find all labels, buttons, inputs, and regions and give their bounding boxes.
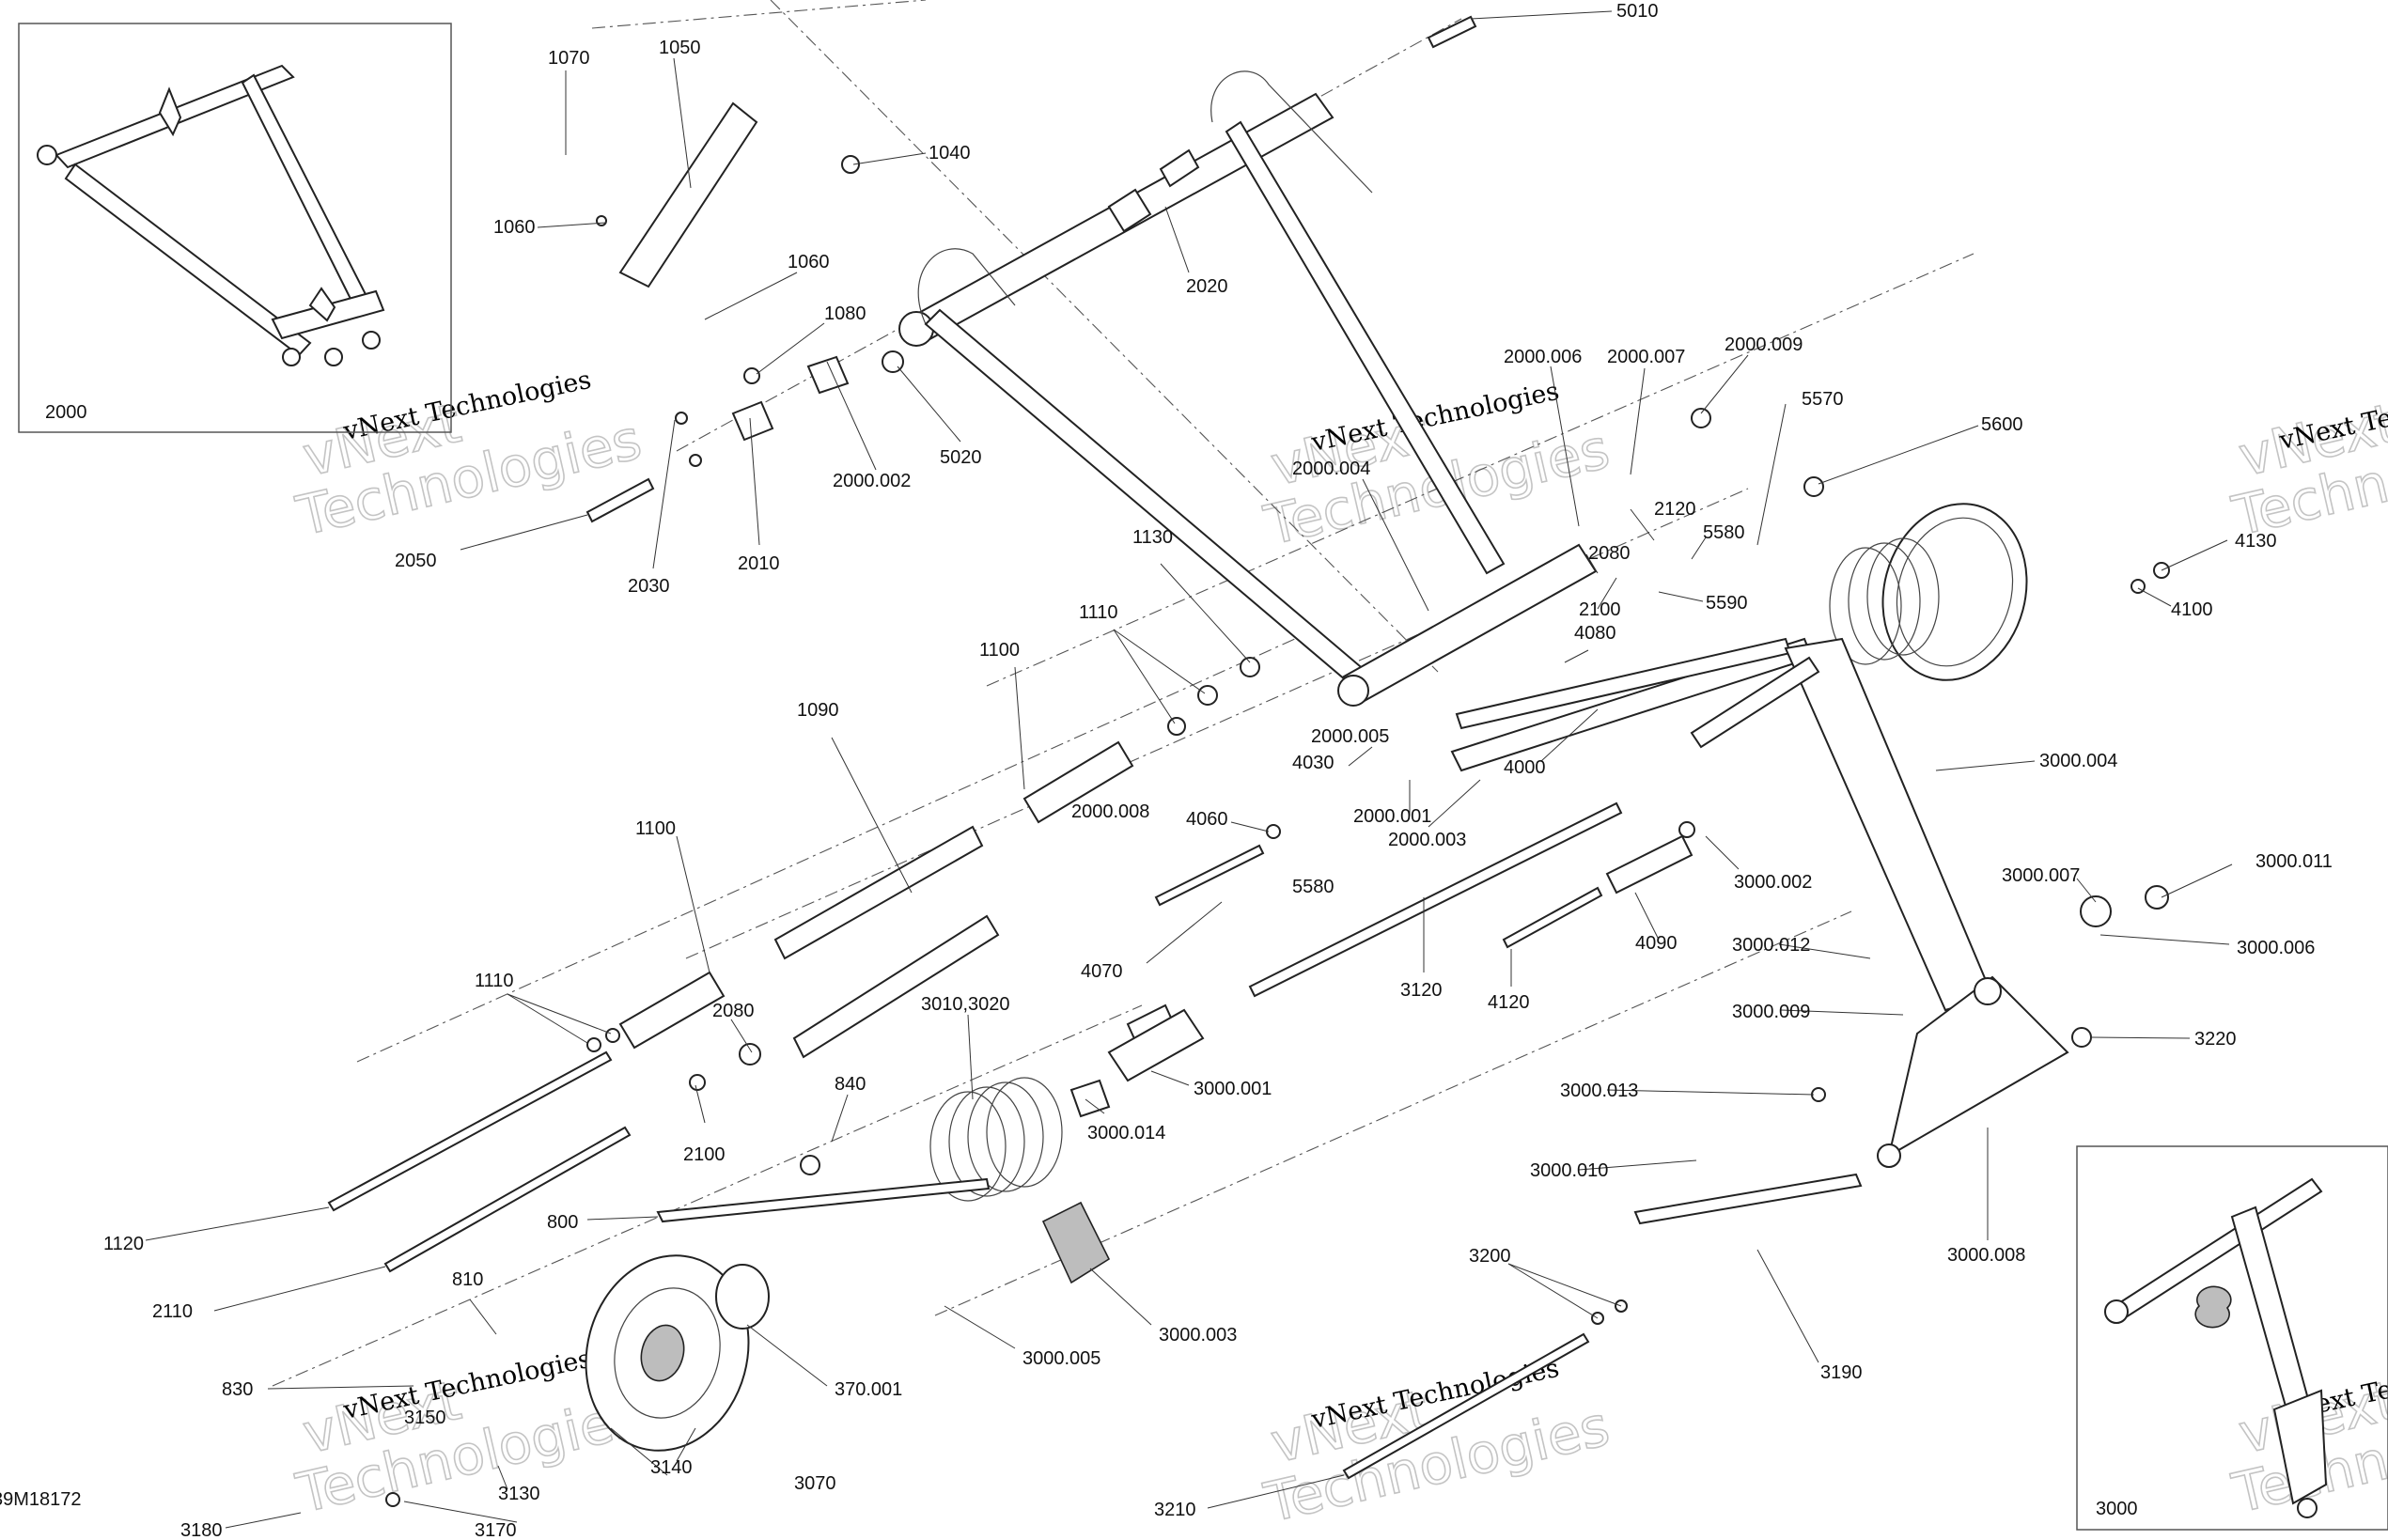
callout-label: 840 <box>835 1074 866 1095</box>
callout-label: 2000.004 <box>1292 459 1370 479</box>
callout-label: 2010 <box>738 553 780 574</box>
callout-label: 4080 <box>1574 623 1616 644</box>
callout-label: 1120 <box>103 1234 144 1254</box>
callout-label: 1100 <box>979 640 1020 661</box>
callout-label: 3000.010 <box>1530 1160 1608 1181</box>
callout-label: 1060 <box>493 217 536 238</box>
callout-label: 1050 <box>659 38 701 58</box>
callout-label: 2120 <box>1654 499 1696 520</box>
callout-label: 4130 <box>2235 531 2277 552</box>
leader-lines <box>145 10 2233 1529</box>
callout-label: 3010,3020 <box>921 994 1010 1015</box>
callout-label: 5580 <box>1292 877 1334 897</box>
callout-label: 2000.009 <box>1725 334 1803 355</box>
callout-label: 5600 <box>1981 414 2023 435</box>
inset-3000-label: 3000 <box>2096 1499 2138 1519</box>
inset-3000-bracket-drawing <box>2104 1177 2328 1518</box>
callout-label: 3000.003 <box>1159 1325 1237 1346</box>
callout-label: 1080 <box>824 303 866 324</box>
callout-label: 2000.005 <box>1311 726 1389 747</box>
callout-label: 2000.006 <box>1504 347 1582 367</box>
callout-label: 4030 <box>1292 753 1334 773</box>
callout-label: 3120 <box>1400 980 1443 1001</box>
callout-label: 3000.004 <box>2039 751 2117 771</box>
inset-2000-arm-drawing <box>37 64 385 366</box>
callout-label: 2000.008 <box>1071 801 1149 822</box>
callout-label: 5590 <box>1706 593 1748 614</box>
inset-3000: 3000 <box>2076 1145 2388 1531</box>
callout-label: 5580 <box>1703 522 1745 543</box>
callout-label: 3210 <box>1154 1500 1196 1520</box>
callout-label: 2020 <box>1186 276 1228 297</box>
callout-label: 4060 <box>1186 809 1228 830</box>
callout-label: 4000 <box>1504 757 1546 778</box>
callout-label: 2100 <box>683 1144 726 1165</box>
callout-label: 3000.011 <box>2255 851 2333 872</box>
callout-label: 4090 <box>1635 933 1678 954</box>
callout-label: 800 <box>547 1212 578 1233</box>
callout-label: 1110 <box>475 971 514 991</box>
callout-label: 3200 <box>1469 1246 1511 1267</box>
callout-labels: 1070 1050 5010 1040 1060 1060 1080 2020 … <box>103 1 2333 1540</box>
callout-label: 3000.005 <box>1022 1348 1100 1369</box>
callout-label: 3000.007 <box>2002 865 2080 886</box>
callout-label: 3170 <box>475 1520 517 1540</box>
callout-label: 3000.014 <box>1087 1123 1165 1143</box>
callout-label: 1110 <box>1079 602 1118 623</box>
callout-label: 3150 <box>404 1408 446 1428</box>
callout-label: 3000.006 <box>2237 938 2315 958</box>
callout-label: 5020 <box>940 447 982 468</box>
inset-2000: 2000 <box>18 23 452 433</box>
callout-label: 5570 <box>1802 389 1844 410</box>
callout-label: 1060 <box>788 252 830 272</box>
callout-label: 3220 <box>2194 1029 2237 1050</box>
callout-label: 1090 <box>797 700 839 721</box>
callout-label: 4070 <box>1081 961 1123 982</box>
callout-label: 830 <box>222 1379 253 1400</box>
callout-label: 2000.002 <box>833 471 911 491</box>
callout-label: 3000.001 <box>1194 1079 1272 1099</box>
callout-label: 2000.007 <box>1607 347 1685 367</box>
callout-label: 3000.013 <box>1560 1081 1638 1101</box>
inset-2000-label: 2000 <box>45 402 87 423</box>
callout-label: 3000.012 <box>1732 935 1810 956</box>
callout-label: 4120 <box>1488 992 1530 1013</box>
callout-label: 3000.009 <box>1732 1002 1810 1022</box>
callout-label: 1100 <box>635 818 676 839</box>
callout-label: 3000.008 <box>1947 1245 2025 1266</box>
callout-label: 3140 <box>650 1457 693 1478</box>
callout-label: 1130 <box>1132 527 1173 548</box>
callout-label: 3180 <box>180 1520 223 1540</box>
drawing-id: 39M18172 <box>0 1489 82 1510</box>
main-assembly-drawing <box>327 15 2170 1507</box>
callout-label: 810 <box>452 1269 483 1290</box>
callout-label: 2100 <box>1579 599 1621 620</box>
callout-label: 3070 <box>794 1473 836 1494</box>
callout-label: 2000.003 <box>1388 830 1466 850</box>
callout-label: 1070 <box>548 48 590 69</box>
callout-label: 3000.002 <box>1734 872 1812 893</box>
callout-label: 3190 <box>1820 1362 1863 1383</box>
callout-label: 3130 <box>498 1484 540 1504</box>
callout-label: 2050 <box>395 551 437 571</box>
callout-label: 2080 <box>1588 543 1631 564</box>
callout-label: 2080 <box>712 1001 755 1021</box>
callout-label: 2000.001 <box>1353 806 1431 827</box>
callout-label: 5010 <box>1616 1 1659 22</box>
callout-label: 1040 <box>929 143 971 163</box>
callout-label: 4100 <box>2171 599 2213 620</box>
callout-label: 2030 <box>628 576 670 597</box>
callout-label: 2110 <box>152 1301 193 1322</box>
callout-label: 370.001 <box>835 1379 902 1400</box>
